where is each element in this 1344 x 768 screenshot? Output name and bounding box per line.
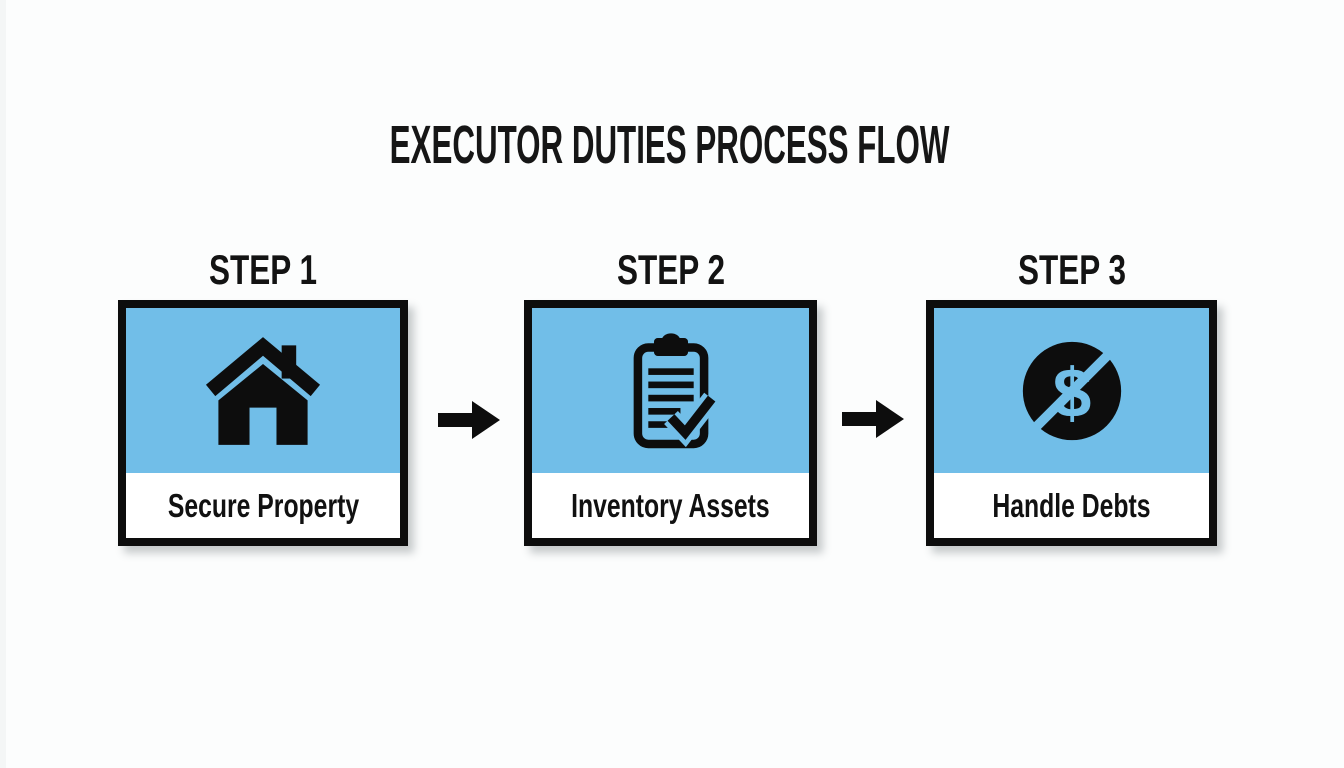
page-title-text: EXECUTOR DUTIES PROCESS FLOW [390,115,950,175]
step-3-box: $ Handle Debts [926,300,1217,546]
step-2-label: STEP 2 [616,246,725,293]
step-3-name: Handle Debts [992,486,1151,524]
edge-artifact [0,0,6,768]
step-3-icon-area: $ [934,308,1209,473]
no-money-icon: $ [1019,338,1125,444]
step-3-label: STEP 3 [1017,246,1126,293]
step-1-box: Secure Property [118,300,408,546]
step-1-label-area: Secure Property [126,473,400,538]
step-2-box: Inventory Assets [524,300,817,546]
step-1-label: STEP 1 [209,246,317,293]
arrow-right-icon [438,397,502,443]
step-1-icon-area [126,308,400,473]
house-icon [200,335,326,447]
arrow-right-icon [842,396,906,442]
step-2-group: STEP 2 [524,248,817,546]
step-1-group: STEP 1 Secure Property [118,248,408,546]
page-title: EXECUTOR DUTIES PROCESS FLOW [0,116,1340,174]
step-3-label-area: Handle Debts [934,473,1209,538]
step-2-label-area: Inventory Assets [532,473,809,538]
step-2-name: Inventory Assets [571,486,770,524]
clipboard-check-icon [619,324,723,458]
step-3-group: STEP 3 $ Handle Debts [926,248,1217,546]
step-1-name: Secure Property [167,486,359,524]
step-2-icon-area [532,308,809,473]
